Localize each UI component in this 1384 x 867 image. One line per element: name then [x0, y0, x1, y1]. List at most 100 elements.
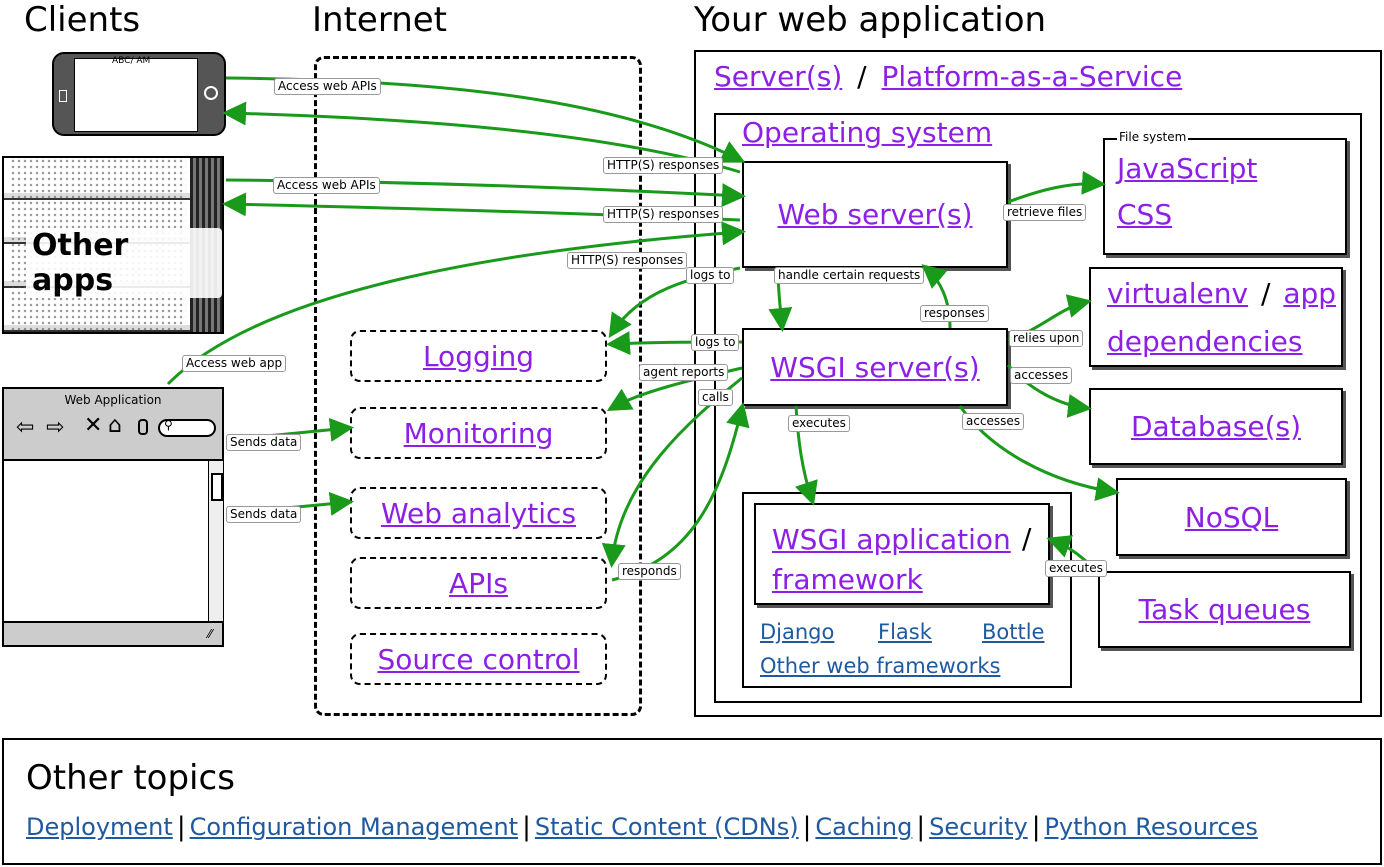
- edge-label: Access web APIs: [273, 177, 380, 194]
- webapp-heading: Your web application: [694, 0, 1047, 40]
- browser-home-icon: ⌂: [108, 413, 122, 438]
- task-queues-link[interactable]: Task queues: [1138, 593, 1311, 626]
- other-apps-client: Other apps: [2, 156, 224, 334]
- monitoring-box: Monitoring: [350, 407, 607, 459]
- phone-home-icon: [204, 86, 218, 100]
- django-link[interactable]: Django: [760, 620, 835, 644]
- scroll-thumb: [211, 473, 223, 501]
- virtualenv-slash: /: [1260, 277, 1271, 310]
- nosql-link[interactable]: NoSQL: [1184, 500, 1279, 534]
- other-topics-panel: Other topics Deployment|Configuration Ma…: [2, 738, 1382, 865]
- source-control-link[interactable]: Source control: [377, 642, 580, 676]
- apis-box: APIs: [350, 557, 607, 609]
- virtualenv-link[interactable]: virtualenv: [1107, 277, 1249, 310]
- edge-label: handle certain requests: [774, 267, 925, 284]
- operating-system-link[interactable]: Operating system: [742, 116, 993, 149]
- other-apps-label: Other apps: [26, 228, 222, 298]
- virtualenv-box: virtualenv / app dependencies: [1089, 267, 1343, 367]
- edge-label: Access web APIs: [274, 78, 381, 95]
- search-icon: ⚲: [164, 418, 173, 432]
- resize-grip-icon: ⁄⁄: [208, 627, 213, 641]
- edge-label: logs to: [691, 334, 740, 351]
- clients-heading: Clients: [24, 0, 141, 40]
- servers-link[interactable]: Server(s): [714, 60, 843, 93]
- web-analytics-link[interactable]: Web analytics: [380, 496, 577, 530]
- edge-label: responses: [920, 305, 989, 322]
- phone-screen: [74, 58, 198, 132]
- browser-scrollbar: [208, 461, 223, 621]
- css-link[interactable]: CSS: [1117, 198, 1173, 231]
- wsgi-app-slash: /: [1022, 522, 1032, 555]
- wsgi-server-link[interactable]: WSGI server(s): [770, 350, 980, 384]
- browser-client: Web Application ⇦ ⇨ ✕ ⌂ ⚲ ⁄⁄: [2, 387, 224, 647]
- web-analytics-box: Web analytics: [350, 487, 607, 539]
- paas-link[interactable]: Platform-as-a-Service: [881, 60, 1183, 93]
- edge-label: HTTP(S) responses: [603, 206, 724, 223]
- virtualenv-line: virtualenv / app: [1107, 277, 1336, 310]
- divider: |: [802, 812, 812, 842]
- edge-label: HTTP(S) responses: [567, 252, 688, 269]
- phone-status: ABC/ AM: [112, 56, 151, 66]
- edge-label: accesses: [1010, 367, 1073, 384]
- web-server-box: Web server(s): [742, 161, 1008, 268]
- app-link[interactable]: app: [1283, 277, 1337, 310]
- nosql-box: NoSQL: [1116, 478, 1347, 556]
- edge-label: accesses: [962, 413, 1025, 430]
- edge-label: executes: [788, 415, 850, 432]
- source-control-box: Source control: [350, 633, 607, 685]
- divider: |: [916, 812, 926, 842]
- monitoring-link[interactable]: Monitoring: [403, 416, 554, 450]
- wsgi-app-link[interactable]: WSGI application: [772, 523, 1011, 556]
- configuration-management-link[interactable]: Configuration Management: [189, 813, 519, 841]
- other-topics-title: Other topics: [26, 758, 235, 798]
- internet-heading: Internet: [312, 0, 448, 40]
- edge-label: logs to: [686, 267, 735, 284]
- framework-link[interactable]: framework: [772, 563, 923, 596]
- deployment-link[interactable]: Deployment: [26, 813, 173, 841]
- static-content-link[interactable]: Static Content (CDNs): [534, 813, 799, 841]
- browser-bookmark-icon: [138, 419, 148, 435]
- edge-label: Sends data: [226, 506, 302, 523]
- browser-title: Web Application: [64, 393, 162, 407]
- apis-link[interactable]: APIs: [449, 566, 508, 600]
- internet-region: [314, 56, 642, 716]
- security-link[interactable]: Security: [929, 813, 1028, 841]
- browser-forward-icon: ⇨: [46, 415, 65, 440]
- edge-label: relies upon: [1009, 330, 1084, 347]
- edge-label: calls: [698, 389, 733, 406]
- database-box: Database(s): [1089, 388, 1343, 465]
- browser-viewport: [4, 459, 222, 623]
- logging-link[interactable]: Logging: [422, 339, 535, 373]
- phone-client: ABC/ AM: [52, 52, 226, 136]
- wsgi-server-box: WSGI server(s): [742, 328, 1008, 406]
- javascript-link[interactable]: JavaScript: [1117, 152, 1258, 185]
- flask-link[interactable]: Flask: [878, 620, 932, 644]
- os-label: Operating system: [742, 116, 992, 149]
- edge-label: responds: [618, 563, 681, 580]
- edge-label: HTTP(S) responses: [603, 157, 724, 174]
- browser-back-icon: ⇦: [16, 415, 35, 440]
- edge-label: Sends data: [226, 434, 302, 451]
- divider: |: [176, 812, 186, 842]
- divider: |: [522, 812, 531, 842]
- caching-link[interactable]: Caching: [815, 813, 913, 841]
- database-link[interactable]: Database(s): [1130, 410, 1302, 443]
- dependencies-link[interactable]: dependencies: [1107, 325, 1303, 358]
- other-frameworks-link[interactable]: Other web frameworks: [760, 654, 1001, 678]
- task-queues-box: Task queues: [1098, 571, 1351, 648]
- file-system-box: File system JavaScript CSS: [1103, 130, 1347, 255]
- browser-stop-icon: ✕: [84, 413, 103, 438]
- file-system-caption: File system: [1117, 130, 1189, 144]
- phone-side-icon: [59, 90, 67, 102]
- edge-label: retrieve files: [1003, 204, 1087, 221]
- browser-search-field: ⚲: [158, 418, 216, 437]
- edge-label: Access web app: [182, 355, 287, 372]
- python-resources-link[interactable]: Python Resources: [1044, 813, 1258, 841]
- edge-label: executes: [1045, 560, 1107, 577]
- bottle-link[interactable]: Bottle: [982, 620, 1045, 644]
- other-topics-links: Deployment|Configuration Management|Stat…: [26, 812, 1258, 842]
- edge-label: agent reports: [639, 364, 729, 381]
- server-line: Server(s) / Platform-as-a-Service: [714, 60, 1182, 93]
- web-server-link[interactable]: Web server(s): [777, 198, 973, 231]
- wsgi-app-box: WSGI application framework: [754, 503, 1050, 605]
